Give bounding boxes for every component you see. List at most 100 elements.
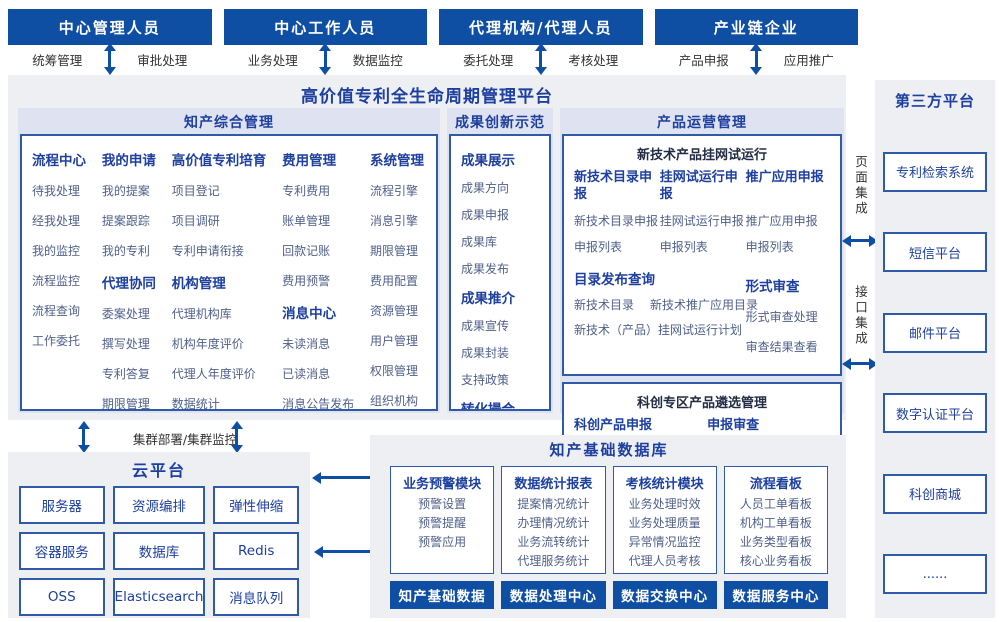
third-party-box: 邮件平台 bbox=[883, 312, 987, 353]
section-ip-management: 知产综合管理 流程中心待我处理经我处理我的监控流程监控流程查询工作委托 我的申请… bbox=[18, 108, 440, 413]
vertical-double-arrow-icon bbox=[82, 428, 85, 446]
menu-item: 推广应用申报 bbox=[745, 214, 818, 228]
actor-functions: 产品申报 应用推广 bbox=[655, 45, 859, 73]
cloud-service-box: 容器服务 bbox=[19, 532, 105, 570]
menu-column-trial-declare: 挂网试运行申报挂网试运行申报申报列表 bbox=[660, 165, 744, 264]
db-module-item: 机构工单看板 bbox=[739, 516, 812, 530]
db-module: 数据统计报表提案情况统计办理情况统计业务流转统计代理服务统计 bbox=[501, 466, 606, 574]
db-module: 考核统计模块业务处理时效业务处理质量异常情况监控代理人员考核 bbox=[612, 466, 717, 574]
menu-column-fee-management: 费用管理专利费用账单管理回款记账费用预警消息中心未读消息已读消息消息公告发布消息… bbox=[282, 140, 354, 409]
actor-title: 中心管理人员 bbox=[8, 9, 212, 45]
subbox-columns: 新技术目录申报新技术目录申报申报列表 挂网试运行申报挂网试运行申报申报列表 推广… bbox=[574, 165, 830, 264]
menu-item: 挂网试运行申报 bbox=[659, 214, 744, 228]
menu-item: 新技术（产品）挂网试运行计划 bbox=[574, 323, 743, 337]
menu-item: 项目调研 bbox=[171, 214, 220, 228]
directory-publish-query: 目录发布查询 新技术目录 新技术推广应用目录 新技术（产品）挂网试运行计划 bbox=[574, 266, 758, 368]
section-title: 知产综合管理 bbox=[184, 115, 274, 131]
horizontal-double-arrow-icon bbox=[850, 239, 870, 242]
actor-function-label: 统筹管理 bbox=[32, 52, 83, 68]
section-title: 产品运营管理 bbox=[657, 115, 748, 131]
horizontal-double-arrow-icon bbox=[850, 362, 870, 365]
menu-item-row: 新技术目录 新技术推广应用目录 bbox=[574, 296, 758, 313]
menu-item: 数据统计 bbox=[171, 397, 220, 411]
cloud-title: 云平台 bbox=[131, 461, 186, 480]
cloud-service-box: 数据库 bbox=[112, 532, 206, 570]
menu-item: 消息公告发布 bbox=[282, 397, 355, 411]
menu-item: 用户管理 bbox=[369, 334, 418, 348]
section-achievement-demo: 成果创新示范 成果展示成果方向成果申报成果库成果发布成果推介成果宣传成果封装支持… bbox=[447, 108, 553, 413]
menu-item: 申报列表 bbox=[659, 240, 708, 254]
vertical-double-arrow-icon bbox=[108, 50, 112, 68]
menu-item: 新技术目录申报 bbox=[574, 214, 659, 228]
db-module: 流程看板人员工单看板机构工单看板业务类型看板核心业务看板 bbox=[723, 466, 828, 574]
subbox-title: 科创专区产品遴选管理 bbox=[637, 396, 768, 411]
db-module-header: 数据统计报表 bbox=[514, 477, 593, 492]
subbox-title: 新技术产品挂网试运行 bbox=[637, 148, 768, 163]
db-module-item: 提案情况统计 bbox=[517, 497, 590, 511]
menu-item: 成果申报 bbox=[461, 208, 510, 222]
menu-item: 账单管理 bbox=[282, 214, 331, 228]
menu-item: 形式审查处理 bbox=[745, 310, 818, 324]
horizontal-double-arrow-icon bbox=[322, 550, 384, 553]
actor-function-label: 产品申报 bbox=[678, 52, 729, 68]
menu-item: 支持政策 bbox=[461, 373, 510, 387]
data-center-box: 数据服务中心 bbox=[723, 581, 828, 609]
data-center-box: 数据交换中心 bbox=[612, 581, 717, 609]
cloud-service-box: 服务器 bbox=[19, 486, 105, 524]
db-module-item: 预警设置 bbox=[418, 497, 467, 511]
actor-row: 中心管理人员 统筹管理 审批处理 中心工作人员 业务处理 数据监控 代理机构/代… bbox=[8, 9, 858, 73]
menu-group-header: 我的申请 bbox=[101, 153, 156, 169]
menu-item: 工作委托 bbox=[32, 334, 81, 348]
actor-functions: 统筹管理 审批处理 bbox=[8, 45, 212, 73]
menu-item: 经我处理 bbox=[32, 214, 81, 228]
vertical-double-arrow-icon bbox=[539, 50, 543, 68]
data-center-box: 数据处理中心 bbox=[501, 581, 606, 609]
menu-group-header: 高价值专利培育 bbox=[171, 153, 267, 169]
third-party-box: 科创商城 bbox=[883, 473, 987, 514]
menu-item: 费用配置 bbox=[369, 274, 418, 288]
menu-item: 流程监控 bbox=[32, 274, 81, 288]
platform-title: 高价值专利全生命周期管理平台 bbox=[301, 87, 553, 107]
menu-group-header: 申报审查 bbox=[707, 418, 760, 433]
menu-group-header: 形式审查 bbox=[745, 279, 800, 295]
menu-item: 回款记账 bbox=[282, 244, 331, 258]
menu-item: 待我处理 bbox=[32, 184, 81, 198]
db-module-item: 代理人员考核 bbox=[628, 554, 701, 568]
vertical-double-arrow-icon bbox=[235, 428, 238, 446]
menu-item: 流程引擎 bbox=[369, 184, 418, 198]
knowledge-db-centers: 知产基础数据数据处理中心数据交换中心数据服务中心 bbox=[390, 581, 828, 609]
menu-group-header: 代理协同 bbox=[101, 276, 156, 292]
actor-functions: 业务处理 数据监控 bbox=[224, 45, 428, 73]
section-body: 流程中心待我处理经我处理我的监控流程监控流程查询工作委托 我的申请我的提案提案跟… bbox=[20, 134, 438, 411]
menu-item: 费用预警 bbox=[282, 274, 331, 288]
menu-item: 流程查询 bbox=[32, 304, 81, 318]
menu-item: 资源管理 bbox=[369, 304, 418, 318]
cloud-service-box: 消息队列 bbox=[213, 578, 299, 616]
actor-title: 中心工作人员 bbox=[223, 9, 427, 45]
cloud-service-box: 弹性伸缩 bbox=[213, 486, 299, 524]
menu-item: 我的提案 bbox=[101, 184, 150, 198]
menu-group-header: 挂网试运行申报 bbox=[659, 170, 738, 202]
db-module-item: 业务流转统计 bbox=[517, 535, 590, 549]
menu-group-header: 成果推介 bbox=[461, 291, 515, 307]
db-module-header: 流程看板 bbox=[749, 477, 802, 492]
directory-query-row: 目录发布查询 新技术目录 新技术推广应用目录 新技术（产品）挂网试运行计划 形式… bbox=[574, 266, 830, 368]
actor-function-label: 考核处理 bbox=[568, 52, 619, 68]
page-integration-label: 页面集成 bbox=[853, 155, 868, 217]
menu-group-header: 推广应用申报 bbox=[745, 170, 824, 185]
actor-title: 代理机构/代理人员 bbox=[439, 9, 643, 45]
vertical-double-arrow-icon bbox=[323, 50, 327, 68]
third-party-box: 数字认证平台 bbox=[883, 393, 987, 433]
menu-item: 专利答复 bbox=[101, 367, 150, 381]
db-module-item: 核心业务看板 bbox=[739, 554, 812, 568]
actor-agencies: 代理机构/代理人员 委托处理 考核处理 bbox=[439, 9, 643, 73]
menu-group-header: 流程中心 bbox=[32, 153, 86, 169]
menu-column-patent-cultivation: 高价值专利培育项目登记项目调研专利申请衔接机构管理代理机构库机构年度评价代理人年… bbox=[171, 140, 267, 409]
vertical-double-arrow-icon bbox=[754, 50, 758, 68]
menu-item: 组织机构 bbox=[369, 394, 418, 408]
menu-item: 专利费用 bbox=[282, 184, 331, 198]
third-party-box: 短信平台 bbox=[883, 232, 987, 272]
cloud-service-box: 资源编排 bbox=[112, 486, 206, 524]
cloud-service-box: Redis bbox=[213, 532, 299, 570]
